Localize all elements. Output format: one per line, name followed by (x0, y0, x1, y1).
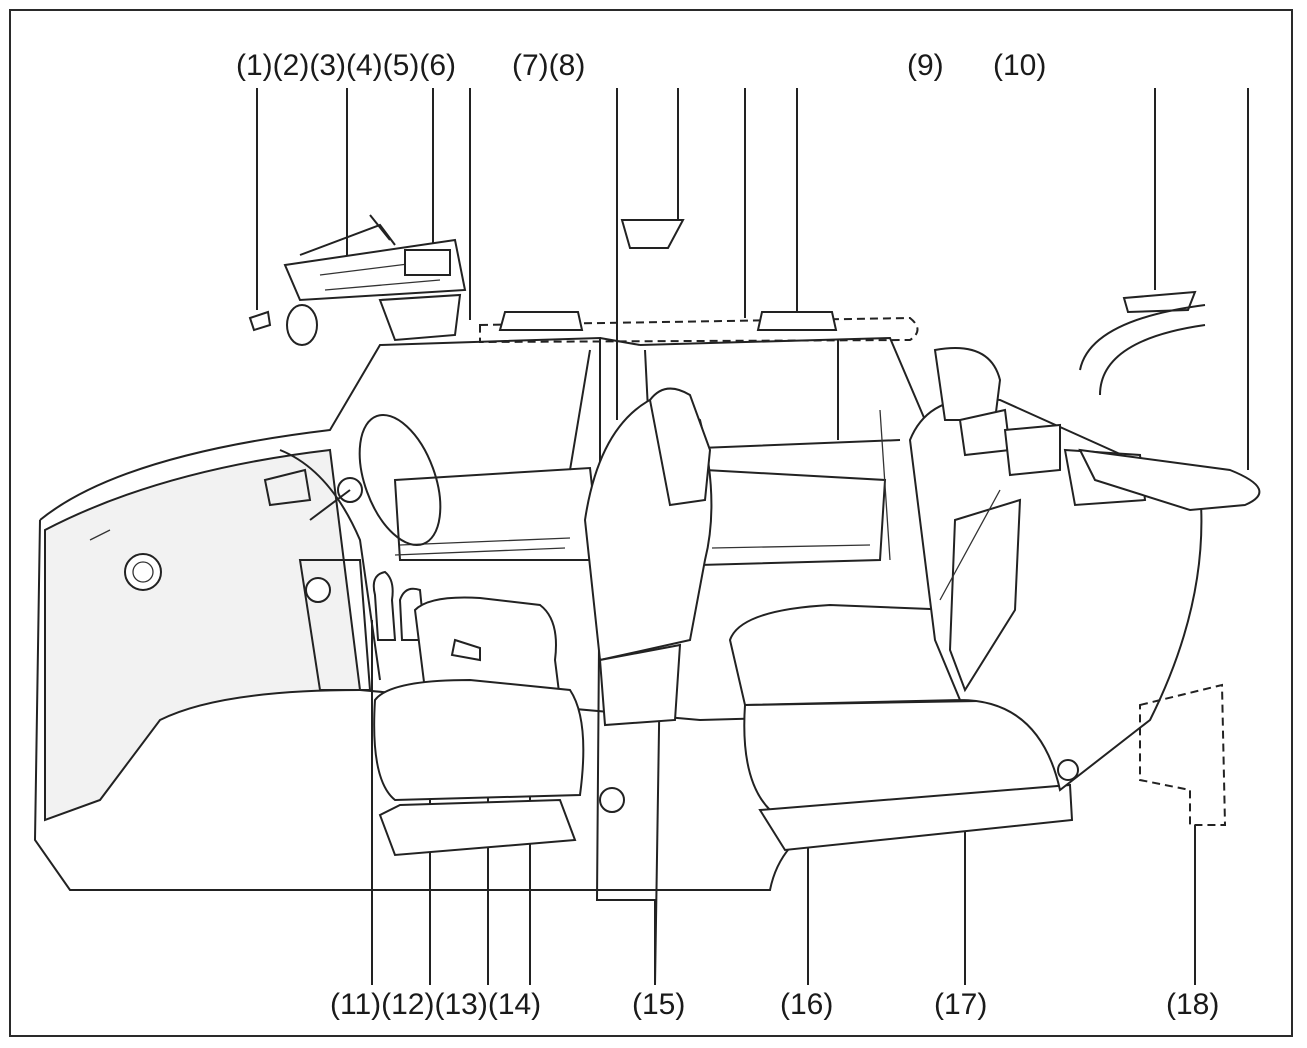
center-console (298, 559, 427, 691)
overhead-console (283, 214, 467, 342)
callout-17: (17) (934, 988, 988, 1021)
steering-wheel (309, 413, 442, 547)
roof-rail-outline (479, 316, 919, 344)
callout-1-6: (1)(2)(3)(4)(5)(6) (236, 49, 456, 82)
side-storage-outline (1139, 683, 1227, 826)
rear-seat (728, 347, 1203, 852)
front-dome-lamp (620, 219, 685, 249)
car-body (33, 336, 1061, 891)
callout-10: (10) (993, 49, 1047, 82)
callout-7-8: (7)(8) (512, 49, 586, 82)
figure-frame (9, 9, 1293, 1037)
callout-16: (16) (780, 988, 834, 1021)
assist-grip-front (498, 311, 584, 331)
callout-9: (9) (907, 49, 944, 82)
callout-18: (18) (1166, 988, 1220, 1021)
tailgate (1078, 304, 1261, 512)
rear-dome-lamp (1122, 290, 1197, 314)
callout-15: (15) (632, 988, 686, 1021)
rearview-mirror (248, 304, 318, 346)
callout-11-14: (11)(12)(13)(14) (330, 988, 542, 1021)
driver-seat (373, 387, 713, 857)
assist-grip-rear (756, 311, 838, 331)
